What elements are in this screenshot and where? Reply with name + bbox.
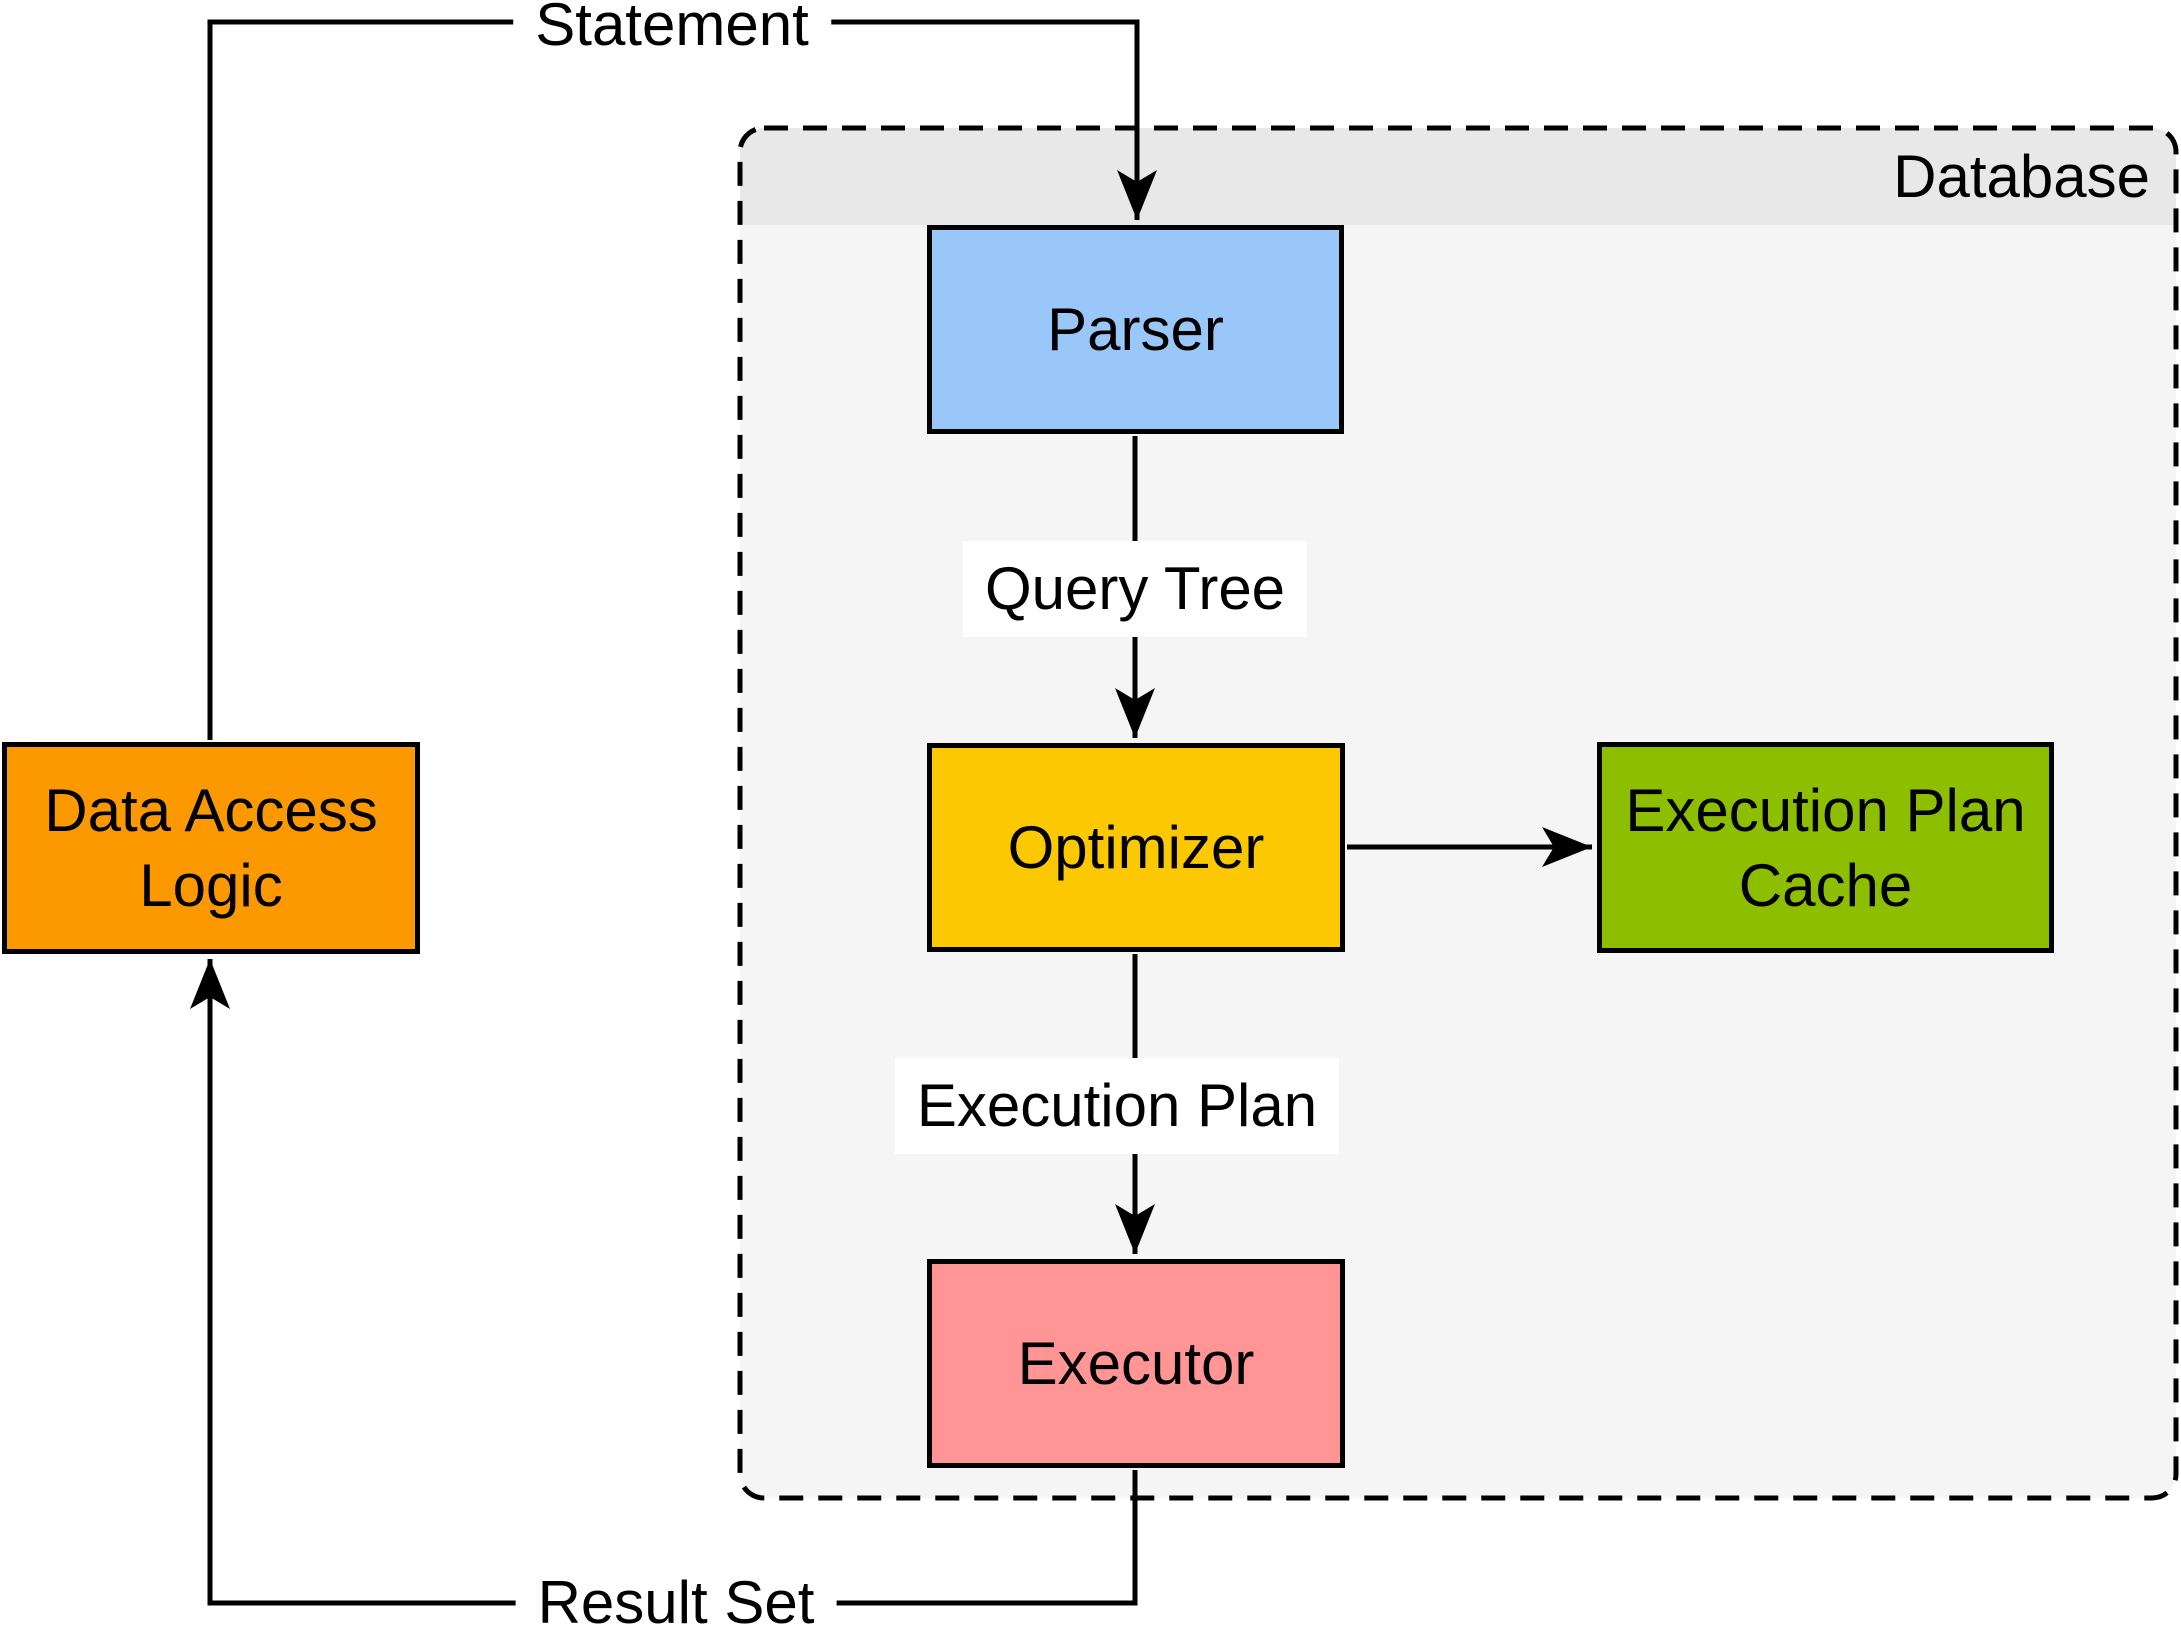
statement-edge-label: Statement [513,0,831,73]
node-executor: Executor [927,1259,1345,1468]
node-parser: Parser [927,225,1344,434]
database-container-title: Database [1893,143,2150,210]
query-tree-edge-label: Query Tree [962,541,1308,637]
result-set-edge-label: Result Set [515,1555,837,1633]
node-data-access-logic: Data Access Logic [2,742,420,954]
node-optimizer: Optimizer [927,743,1345,952]
database-container-body [740,128,2176,1498]
execution-plan-edge-label: Execution Plan [894,1058,1340,1154]
node-execution-plan-cache: Execution Plan Cache [1597,742,2054,953]
database-container-border [737,125,2179,1501]
database-container-header [740,128,2176,225]
